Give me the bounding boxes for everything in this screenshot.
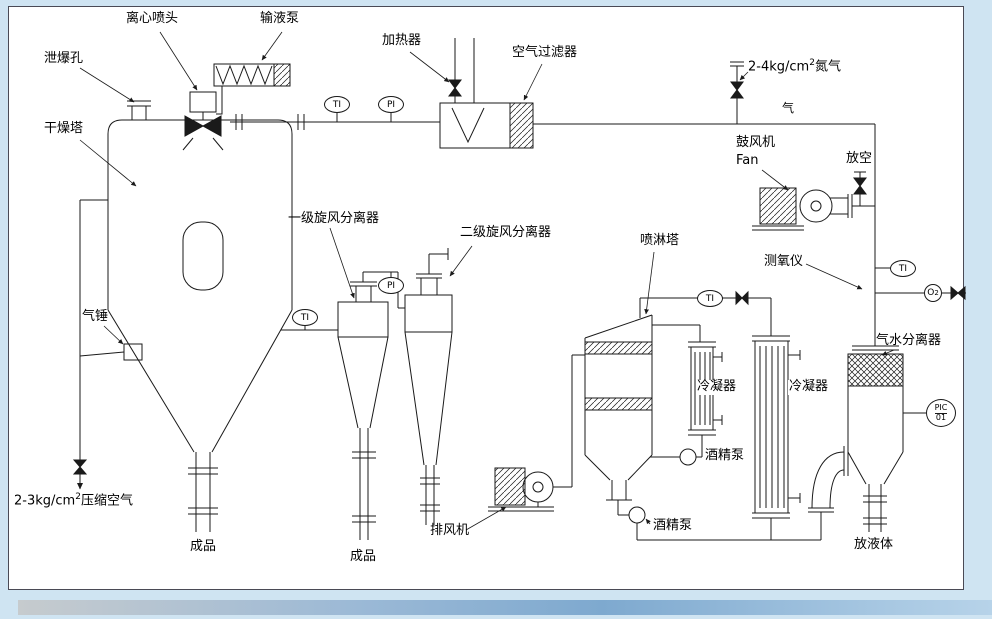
condenser2-shape — [752, 298, 801, 540]
alcohol-pump1-shape — [650, 448, 697, 466]
label-heater: 加热器 — [382, 33, 422, 48]
label-feed-pump: 输液泵 — [260, 11, 300, 26]
nitrogen-prefix: 2-4kg/cm — [748, 59, 810, 75]
spray-head-shape — [182, 91, 224, 151]
heater-shape — [439, 38, 511, 149]
label-spray-head: 离心喷头 — [126, 11, 179, 26]
label-gas: 气 — [782, 101, 795, 115]
condenser1-shape — [688, 341, 723, 458]
feed-pump-shape — [213, 63, 291, 115]
instrument-pi-air-duct: PI — [378, 96, 404, 113]
label-cyclone1: 一级旋风分离器 — [288, 211, 380, 226]
explosion-vent-stub — [127, 100, 151, 120]
label-air-hammer: 气锤 — [82, 309, 109, 324]
leader-lines — [79, 31, 895, 531]
bottom-accent-bar — [18, 600, 992, 615]
right-instrument-lines — [875, 267, 966, 301]
label-alcohol-pump2: 酒精泵 — [652, 518, 694, 534]
label-compressed-air: 2-3kg/cm2压缩空气 — [14, 492, 133, 509]
pic-top: PIC — [934, 402, 948, 412]
label-exhaust-fan: 排风机 — [430, 523, 470, 538]
air-filter-shape — [509, 102, 534, 149]
label-drying-tower: 干燥塔 — [44, 121, 84, 136]
recycle-gas-line — [533, 61, 876, 346]
blower-shape — [752, 171, 875, 231]
label-vent: 放空 — [846, 151, 873, 166]
cyclone2-shape — [404, 248, 453, 525]
nitrogen-gas: 氮气 — [814, 59, 841, 75]
label-alcohol-pump1: 酒精泵 — [704, 448, 746, 464]
cyclone1-shape — [281, 271, 405, 540]
instrument-pi-cyclone: PI — [378, 277, 404, 294]
exhaust-fan-shape — [488, 354, 585, 512]
label-blower-en: Fan — [736, 153, 759, 168]
hot-air-duct — [230, 113, 440, 130]
label-nitrogen: 2-4kg/cm2氮气 — [748, 58, 841, 75]
instrument-ti-spray-tower: TI — [697, 290, 723, 307]
label-drain-liquid: 放液体 — [854, 537, 894, 552]
label-product2: 成品 — [350, 549, 377, 564]
label-condenser1: 冷凝器 — [696, 379, 738, 395]
separator-shape — [808, 345, 926, 532]
o2-subscript: 2 — [934, 289, 939, 297]
instrument-ti-tower-outlet: TI — [292, 309, 318, 326]
label-gas-water-separator: 气水分离器 — [876, 333, 942, 348]
label-cyclone2: 二级旋风分离器 — [460, 225, 552, 240]
compressed-air-prefix: 2-3kg/cm — [14, 493, 76, 509]
label-explosion-vent: 泄爆孔 — [44, 51, 84, 66]
compressed-air-gas: 压缩空气 — [80, 493, 133, 509]
label-condenser2: 冷凝器 — [788, 379, 830, 395]
label-blower-cn: 鼓风机 — [736, 135, 776, 150]
o2-symbol: O — [927, 288, 935, 298]
alcohol-pump2-shape — [628, 506, 822, 541]
label-oxygen-analyzer: 测氧仪 — [764, 254, 804, 269]
air-hammer-shape — [79, 343, 143, 361]
inspection-door — [182, 221, 224, 291]
drying-tower-shape — [72, 91, 293, 532]
nitrogen-sup: 2 — [809, 58, 815, 68]
label-air-filter: 空气过滤器 — [512, 45, 578, 60]
instrument-ti-recycle: TI — [890, 260, 916, 277]
spray-tower-shape — [584, 290, 771, 516]
instrument-ti-air-duct: TI — [324, 96, 350, 113]
compressed-air-sup: 2 — [75, 492, 81, 502]
label-product1: 成品 — [190, 539, 217, 554]
pic-bottom: 01 — [934, 412, 948, 422]
label-spray-tower: 喷淋塔 — [640, 233, 680, 248]
